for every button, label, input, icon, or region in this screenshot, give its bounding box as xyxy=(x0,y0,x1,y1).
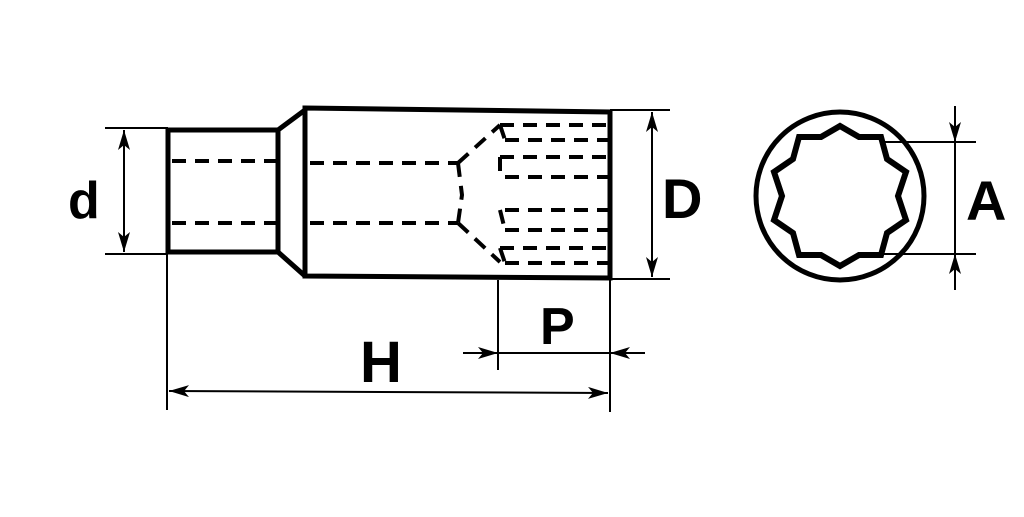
outer-circle xyxy=(753,109,927,283)
hidden-lines-opening xyxy=(498,123,608,265)
taper-outline xyxy=(276,107,307,278)
twelve-point-opening xyxy=(770,122,910,270)
label-P: P xyxy=(540,298,575,356)
dimension-D xyxy=(610,109,670,280)
label-A: A xyxy=(966,169,1006,232)
drive-end-outline xyxy=(165,127,281,255)
dimension-P xyxy=(463,280,645,370)
socket-end-view xyxy=(753,109,927,283)
dimension-d xyxy=(105,127,168,255)
body-outline xyxy=(302,105,613,281)
socket-side-view xyxy=(165,105,613,281)
label-D: D xyxy=(662,167,702,230)
label-H: H xyxy=(360,330,402,395)
label-d: d xyxy=(68,172,100,230)
dimension-A xyxy=(880,106,976,290)
hidden-lines-drive xyxy=(172,123,502,264)
dimension-H xyxy=(166,254,611,412)
